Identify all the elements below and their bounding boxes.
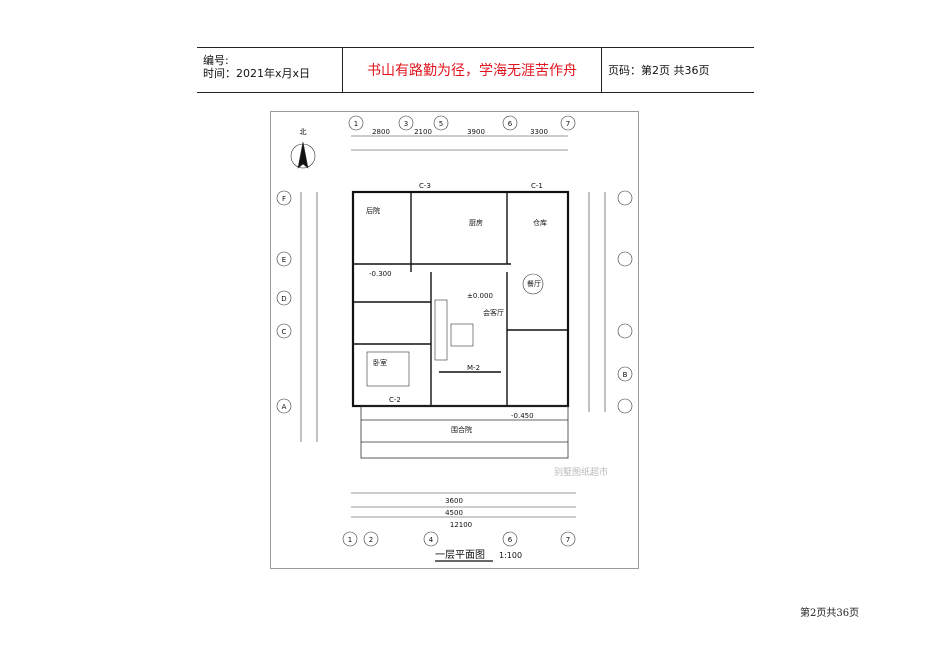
top-axis-bubbles: [348, 115, 576, 131]
page-label: 页码：第2页 共36页: [608, 64, 710, 77]
room-back-yard: 后院: [366, 206, 380, 215]
bottom-dim-main: 3600: [445, 497, 463, 505]
top-axis-7: 7: [566, 120, 570, 128]
room-storage: 仓库: [533, 218, 547, 227]
motto: 书山有路勤为径，学海无涯苦作舟: [342, 48, 602, 92]
bottom-axis-bubbles: [342, 531, 576, 547]
room-kitchen: 厨房: [469, 218, 483, 227]
north-arrow-icon: [290, 141, 316, 169]
top-dim-4: 3300: [530, 128, 548, 136]
label-m2: M-2: [467, 364, 480, 372]
side-axis-a: A: [282, 403, 287, 411]
bottom-total: 12100: [450, 521, 472, 529]
top-axis-6: 6: [508, 120, 513, 128]
label-c1a: C-1: [531, 182, 543, 190]
label-c3: C-3: [419, 182, 431, 190]
interior-walls: [353, 192, 568, 406]
courtyard-fence: [360, 405, 569, 459]
top-dim-2: 2100: [414, 128, 432, 136]
side-axis-f: F: [282, 195, 286, 203]
plan-title: 一层平面图: [435, 549, 485, 561]
plan-scale: 1:100: [499, 551, 522, 560]
room-courtyard: 围合院: [451, 425, 472, 434]
watermark: 别墅图纸超市: [554, 466, 608, 478]
label-c2: C-2: [389, 396, 401, 404]
bottom-dim-row2: 4500: [445, 509, 463, 517]
top-dim-3: 3900: [467, 128, 485, 136]
right-axis-bubbles: [617, 190, 633, 414]
page-header: 编号: 时间：2021年x月x日 书山有路勤为径，学海无涯苦作舟 页码：第2页 …: [197, 47, 754, 93]
side-axis-b: B: [623, 371, 628, 379]
room-dining: 餐厅: [527, 279, 541, 288]
left-axis-bubbles: [276, 190, 292, 414]
side-axis-d: D: [281, 295, 286, 303]
room-living: 会客厅: [483, 308, 504, 317]
header-meta: 编号: 时间：2021年x月x日: [197, 48, 342, 92]
number-label: 编号:: [203, 54, 229, 67]
floor-plan-drawing: 北 1 3 5 6 7 1 2 4 6 7 F E D C B A 2800 2…: [270, 111, 639, 569]
furniture: [366, 273, 544, 387]
bottom-axis-6: 6: [508, 536, 513, 544]
bottom-axis-7: 7: [566, 536, 570, 544]
level-b: -0.450: [511, 412, 534, 420]
bottom-axis-2: 2: [369, 536, 373, 544]
level-a: -0.300: [369, 270, 392, 278]
top-axis-3: 3: [404, 120, 408, 128]
level-0: ±0.000: [467, 292, 493, 300]
north-label: 北: [300, 128, 307, 136]
floor-plan-svg: 北 1 3 5 6 7 1 2 4 6 7 F E D C B A 2800 2…: [276, 115, 633, 562]
time-label: 时间：2021年x月x日: [203, 67, 311, 80]
bottom-axis-4: 4: [429, 536, 434, 544]
room-bedroom: 卧室: [373, 358, 387, 367]
bottom-axis-1: 1: [348, 536, 352, 544]
page-footer: 第2页共36页: [800, 608, 860, 619]
dimension-lines: [300, 135, 606, 518]
side-axis-c: C: [282, 328, 287, 336]
top-dim-1: 2800: [372, 128, 390, 136]
side-axis-e: E: [282, 256, 286, 264]
top-axis-1: 1: [354, 120, 358, 128]
top-axis-5: 5: [439, 120, 443, 128]
